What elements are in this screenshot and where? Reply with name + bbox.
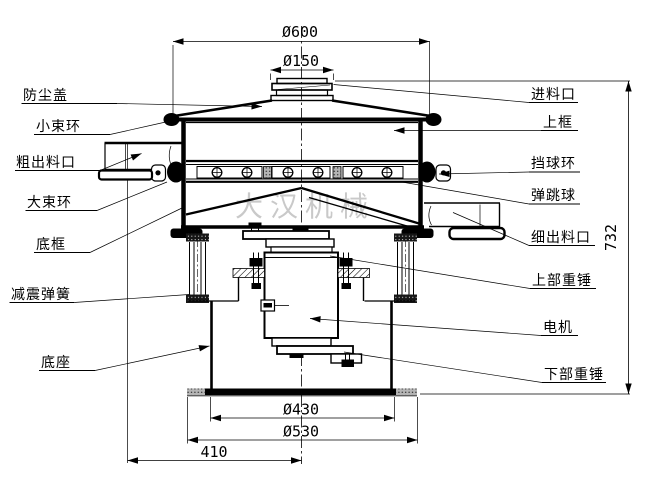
label-text: 粗出料口 [16,155,76,171]
coarse-outlet-shape [97,141,182,181]
label-text: 小束环 [36,119,81,135]
part-label-upper-weight: 上部重锤 [329,255,596,289]
dim-text-inlet: Ø150 [283,52,319,70]
fine-outlet-flange [448,226,506,241]
upper-weight-stud [292,226,309,231]
spring-pad-bottom [394,294,417,303]
motor-mount-pad-right [337,268,370,278]
part-label-feed-inlet: 进料口 [333,84,578,103]
small-clamp-ring-right [425,113,442,126]
ball-stop-ring-shape [418,161,436,183]
label-text: 挡球环 [531,156,576,172]
dim-top-flange-diameter: Ø600 [172,23,430,114]
damping-spring-right [394,233,417,303]
watermark-text: 大汉机械 [235,191,375,223]
bouncing-ball-shape [381,166,393,179]
discharge-cone [185,186,420,231]
label-text: 弹跳球 [531,188,576,204]
dimensions: Ø600 Ø150 Ø430 Ø530 410 732 [127,23,632,464]
motor-side-fitting [260,299,289,312]
bouncing-balls [211,166,393,179]
large-clamp-ring-shape [167,161,185,183]
bouncing-ball-shape [282,166,294,179]
dim-base-bolt-circle: Ø430 [210,397,395,422]
part-label-base: 底座 [39,345,210,371]
lower-weight-shape [271,337,363,367]
base-flange-cap-left [187,388,205,395]
spring-pad-bottom [186,294,209,303]
label-text: 进料口 [531,87,576,103]
motor-mount-bolt-right [339,252,353,289]
dim-text-base-flange: Ø530 [283,423,319,441]
upper-weight-shape [242,222,335,254]
labels-left: 防尘盖 小束环 粗出料口 大束环 底框 减震弹簧 [9,88,263,371]
base-flange-cap-right [396,388,417,395]
label-text: 底框 [36,237,66,253]
motor-mount-pad-left [232,268,265,278]
part-label-damping-spring: 减震弹簧 [9,287,190,303]
part-label-fine-outlet: 细出料口 [452,212,595,246]
dim-text-top-flange: Ø600 [282,23,318,41]
label-text: 上框 [543,115,573,131]
base-flange [205,388,396,395]
motor-shape [232,251,370,339]
dim-inlet-diameter: Ø150 [270,52,334,80]
lower-weight-bolt [341,359,354,367]
spring-pad-top [186,233,209,242]
dim-total-height: 732 [335,80,632,395]
spring-pad-top [394,233,417,242]
part-label-bottom-frame: 底框 [34,207,183,253]
base-shape [187,277,417,397]
bouncing-ball-shape [351,166,363,179]
coarse-outlet-flange [97,169,154,181]
deck-post [263,166,272,179]
label-text: 上部重锤 [532,273,592,289]
part-label-small-clamp-ring: 小束环 [34,119,169,135]
label-text: 大束环 [27,195,72,211]
label-text: 底座 [41,355,71,371]
part-label-dust-cover: 防尘盖 [21,88,263,110]
feed-inlet-neck [270,77,334,102]
motor-bracket [237,277,365,301]
part-label-large-clamp-ring: 大束环 [25,181,168,211]
damping-spring-left [186,233,209,303]
upper-weight-bolt [248,222,262,229]
dim-text-base-circle: Ø430 [283,401,319,419]
dim-base-flange-diameter: Ø530 [187,397,418,444]
motor-mount-bolt-left [249,252,263,289]
bouncing-ball-shape [312,166,324,179]
label-text: 细出料口 [531,230,591,246]
part-label-upper-frame: 上框 [394,115,578,134]
label-text: 减震弹簧 [11,287,71,303]
small-clamp-ring-left [163,113,180,126]
label-text: 下部重锤 [544,367,604,383]
part-label-coarse-outlet: 粗出料口 [15,153,142,171]
dim-text-height: 732 [602,224,620,251]
label-text: 电机 [543,320,573,336]
lower-weight-stud [289,354,304,358]
part-label-bouncing-ball: 弹跳球 [398,181,580,205]
fine-outlet-shape [424,202,506,241]
bouncing-ball-shape [211,166,223,179]
part-label-ball-stop-ring: 挡球环 [438,156,580,177]
dim-outlet-offset: 410 [127,443,302,464]
part-label-motor: 电机 [309,316,578,336]
bouncing-ball-shape [241,166,253,179]
labels-right: 进料口 上框 挡球环 弹跳球 细出料口 上部重锤 [309,84,606,383]
part-label-lower-weight: 下部重锤 [343,351,606,383]
label-text: 防尘盖 [23,88,68,104]
deck-post [332,166,342,179]
dim-text-offset: 410 [200,443,227,461]
